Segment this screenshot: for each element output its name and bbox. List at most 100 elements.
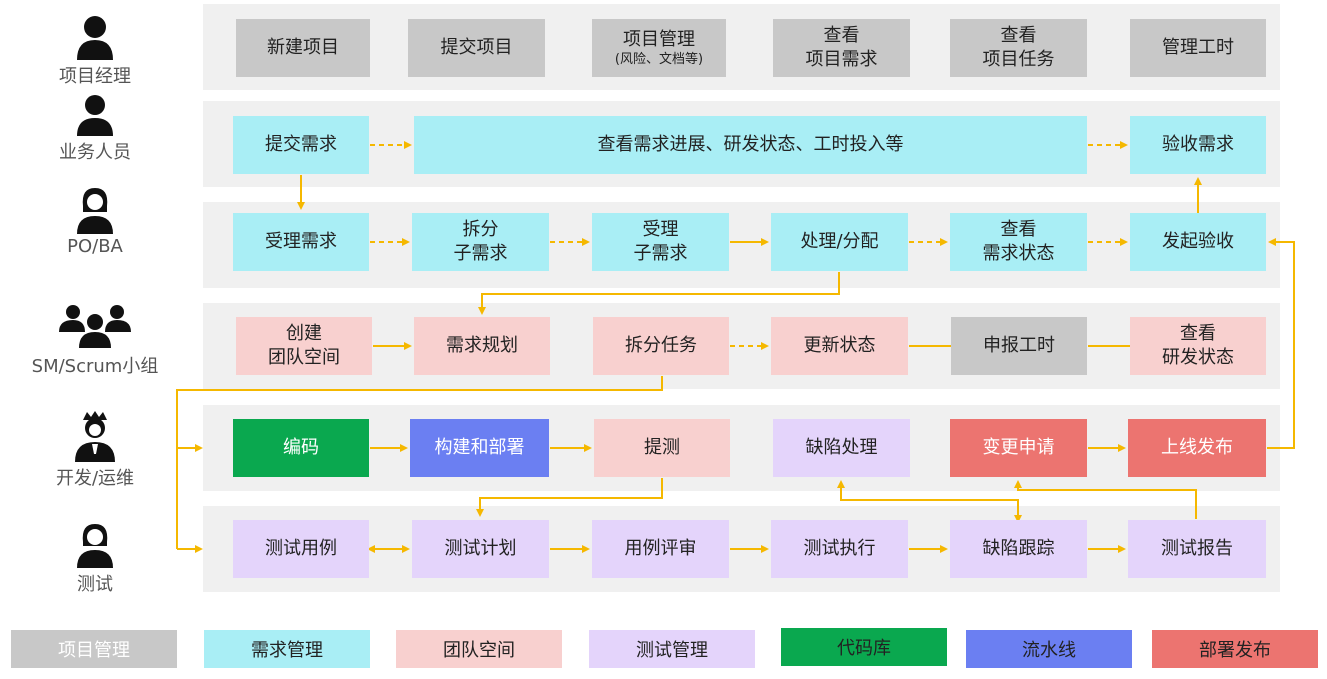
step-label: 拆分 (462, 219, 499, 240)
split-subrequirement-step[interactable]: 拆分 子需求 (412, 213, 549, 271)
accept-requirement-step[interactable]: 验收需求 (1130, 116, 1266, 174)
receive-subrequirement-step[interactable]: 受理 子需求 (592, 213, 729, 271)
step-label: 查看需求进展、研发状态、工时投入等 (597, 134, 904, 155)
requirement-planning-step[interactable]: 需求规划 (414, 317, 550, 375)
step-label: 提交项目 (440, 37, 513, 58)
role-label: PO/BA (67, 236, 123, 257)
submit-requirement-step[interactable]: 提交需求 (233, 116, 369, 174)
step-label: 构建和部署 (434, 437, 525, 458)
legend-test-management: 测试管理 (589, 630, 755, 668)
manage-hours-step[interactable]: 管理工时 (1130, 19, 1266, 77)
split-task-step[interactable]: 拆分任务 (593, 317, 729, 375)
role-scrum-team: SM/Scrum小组 (0, 302, 190, 378)
view-project-tasks-step[interactable]: 查看 项目任务 (950, 19, 1087, 77)
female-person-icon (77, 188, 113, 234)
defect-tracking-step[interactable]: 缺陷跟踪 (950, 520, 1087, 578)
legend-label: 团队空间 (443, 640, 515, 661)
role-label: 项目经理 (59, 66, 131, 87)
step-label: 上线发布 (1161, 437, 1233, 458)
developer-icon (75, 411, 115, 462)
view-project-requirements-step[interactable]: 查看 项目需求 (773, 19, 910, 77)
person-icon (77, 16, 113, 60)
step-label: 新建项目 (267, 37, 339, 58)
female-person-icon (77, 524, 113, 568)
legend-deploy-release: 部署发布 (1152, 630, 1318, 668)
release-step[interactable]: 上线发布 (1128, 419, 1266, 477)
step-label: 项目任务 (982, 49, 1055, 70)
submit-project-step[interactable]: 提交项目 (408, 19, 545, 77)
step-label: 查看 (1000, 25, 1037, 46)
role-dev-ops: 开发/运维 (0, 410, 190, 490)
legend-label: 流水线 (1022, 640, 1076, 661)
new-project-step[interactable]: 新建项目 (236, 19, 370, 77)
step-label: 查看 (1000, 219, 1037, 240)
legend-code-repository: 代码库 (781, 628, 947, 666)
test-execution-step[interactable]: 测试执行 (771, 520, 908, 578)
role-po-ba: PO/BA (0, 186, 190, 257)
step-label: 用例评审 (624, 538, 697, 559)
update-status-step[interactable]: 更新状态 (771, 317, 908, 375)
role-label: 业务人员 (59, 142, 131, 163)
test-report-step[interactable]: 测试报告 (1128, 520, 1266, 578)
project-management-step[interactable]: 项目管理 (风险、文档等) (592, 19, 726, 77)
legend-label: 项目管理 (58, 640, 130, 661)
step-label: 受理 (642, 219, 679, 240)
step-label: 处理/分配 (800, 231, 879, 252)
test-plan-step[interactable]: 测试计划 (412, 520, 549, 578)
step-label: 验收需求 (1162, 134, 1234, 155)
team-icon (59, 305, 131, 348)
lane-project-manager (203, 4, 1280, 90)
change-request-step[interactable]: 变更申请 (950, 419, 1087, 477)
legend-team-space: 团队空间 (396, 630, 562, 668)
step-label: 提测 (644, 437, 680, 458)
defect-handling-step[interactable]: 缺陷处理 (773, 419, 910, 477)
role-label: SM/Scrum小组 (31, 356, 159, 377)
submit-for-test-step[interactable]: 提测 (594, 419, 730, 477)
process-assign-step[interactable]: 处理/分配 (771, 213, 908, 271)
build-deploy-step[interactable]: 构建和部署 (410, 419, 549, 477)
step-sublabel: (风险、文档等) (614, 52, 704, 67)
case-review-step[interactable]: 用例评审 (592, 520, 729, 578)
person-icon (77, 95, 113, 136)
step-label: 缺陷处理 (805, 437, 878, 458)
step-label: 受理需求 (265, 231, 337, 252)
legend-label: 部署发布 (1199, 640, 1271, 661)
role-business: 业务人员 (0, 94, 190, 164)
legend-pipeline: 流水线 (966, 630, 1132, 668)
step-label: 子需求 (633, 243, 688, 264)
view-dev-status-step[interactable]: 查看 研发状态 (1130, 317, 1266, 375)
step-label: 测试用例 (265, 538, 337, 559)
legend-requirement-management: 需求管理 (204, 630, 370, 668)
report-hours-step[interactable]: 申报工时 (951, 317, 1087, 375)
step-label: 拆分任务 (625, 335, 697, 356)
step-label: 发起验收 (1162, 231, 1234, 252)
step-label: 缺陷跟踪 (982, 538, 1055, 559)
legend-label: 需求管理 (251, 640, 323, 661)
coding-step[interactable]: 编码 (233, 419, 369, 477)
step-label: 变更申请 (982, 437, 1055, 458)
step-label: 项目管理 (623, 29, 695, 50)
step-label: 测试计划 (444, 538, 517, 559)
view-requirement-status-step[interactable]: 查看 需求状态 (950, 213, 1087, 271)
role-label: 开发/运维 (55, 468, 135, 489)
receive-requirement-step[interactable]: 受理需求 (233, 213, 369, 271)
step-label: 申报工时 (983, 335, 1055, 356)
step-label: 测试执行 (803, 538, 876, 559)
create-team-space-step[interactable]: 创建 团队空间 (236, 317, 372, 375)
step-label: 查看 (1180, 323, 1216, 344)
step-label: 项目需求 (805, 49, 878, 70)
step-label: 创建 (286, 323, 322, 344)
step-label: 需求规划 (446, 335, 518, 356)
step-label: 子需求 (453, 243, 508, 264)
role-project-manager: 项目经理 (0, 14, 190, 88)
step-label: 提交需求 (265, 134, 337, 155)
test-case-step[interactable]: 测试用例 (233, 520, 369, 578)
step-label: 更新状态 (803, 335, 876, 356)
start-acceptance-step[interactable]: 发起验收 (1130, 213, 1266, 271)
view-progress-step[interactable]: 查看需求进展、研发状态、工时投入等 (414, 116, 1087, 174)
step-label: 团队空间 (268, 347, 340, 368)
legend-project-management: 项目管理 (11, 630, 177, 668)
role-tester: 测试 (0, 522, 190, 596)
step-label: 查看 (823, 25, 860, 46)
role-label: 测试 (77, 574, 113, 595)
